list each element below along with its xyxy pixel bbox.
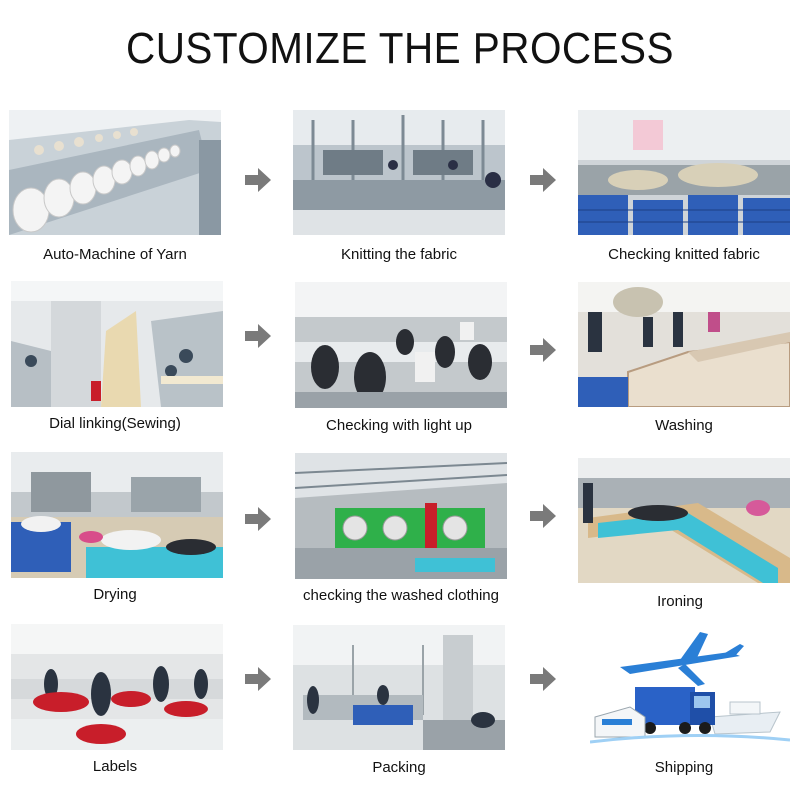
- arrow-right-icon: [528, 501, 558, 531]
- photo-ironing: [578, 458, 790, 583]
- photo-auto-machine-of-yarn: [9, 110, 221, 235]
- arrow-right-icon: [528, 335, 558, 365]
- step-label-packing: Packing: [372, 759, 426, 776]
- photo-dial-linking-sewing: [11, 281, 223, 407]
- arrow-right-icon: [243, 321, 273, 351]
- page-title: CUSTOMIZE THE PROCESS: [125, 24, 674, 73]
- photo-checking-with-light-up: [295, 282, 507, 408]
- photo-packing: [293, 625, 505, 750]
- step-label-checking-the-washed-clothing: checking the washed clothing: [303, 587, 499, 604]
- step-label-checking-knitted-fabric: Checking knitted fabric: [608, 246, 760, 263]
- arrow-right-icon: [243, 664, 273, 694]
- photo-checking-knitted-fabric: [578, 110, 790, 235]
- photo-drying: [11, 452, 223, 578]
- photo-labels: [11, 624, 223, 750]
- step-label-labels: Labels: [92, 758, 138, 775]
- arrow-right-icon: [243, 504, 273, 534]
- step-label-knitting-the-fabric: Knitting the fabric: [341, 246, 457, 263]
- step-label-dial-linking-sewing: Dial linking(Sewing): [49, 415, 181, 432]
- step-label-ironing: Ironing: [657, 593, 703, 610]
- step-label-checking-with-light-up: Checking with light up: [326, 417, 472, 434]
- step-label-auto-machine-of-yarn: Auto-Machine of Yarn: [43, 246, 187, 263]
- step-label-shipping: Shipping: [654, 759, 714, 776]
- photo-washing: [578, 282, 790, 407]
- arrow-right-icon: [528, 664, 558, 694]
- arrow-right-icon: [243, 165, 273, 195]
- photo-knitting-the-fabric: [293, 110, 505, 235]
- photo-checking-the-washed-clothing: [295, 453, 507, 579]
- arrow-right-icon: [528, 165, 558, 195]
- step-label-drying: Drying: [93, 586, 137, 603]
- shipping-transport-icon: [590, 622, 790, 752]
- step-label-washing: Washing: [655, 417, 713, 434]
